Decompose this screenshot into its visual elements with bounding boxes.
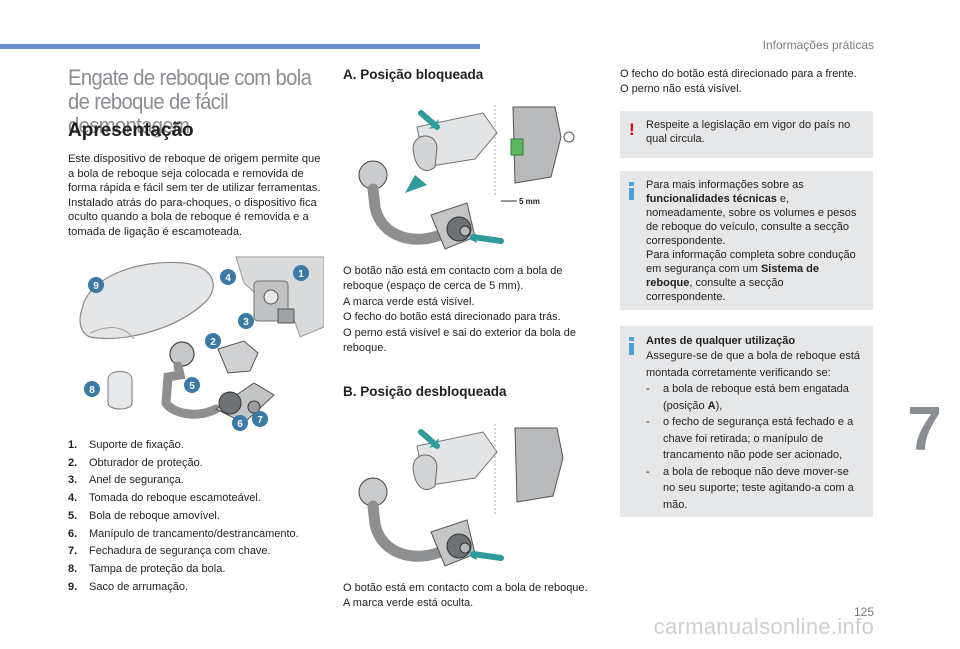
list-item: 5.Bola de reboque amovível. [68,509,220,522]
list-item: 2.Obturador de proteção. [68,456,203,469]
list-item: 1.Suporte de fixação. [68,439,184,451]
callout-8 [84,381,100,397]
list-item: 8.Tampa de proteção da bola. [68,562,226,575]
list-item: - a bola de reboque não deve mover-se no… [646,465,854,511]
unlocked-description-continued: O fecho do botão está direcionado para a… [620,68,857,96]
warning-box: ! Respeite a legislação em vigor do país… [620,111,873,158]
svg-text:1: 1 [298,269,304,280]
info-box-specs: Para mais informações sobre as funcional… [620,171,873,310]
green-mark [510,138,524,156]
section-header: Informações práticas [762,38,874,52]
components-diagram: 1 2 3 4 5 6 7 8 9 [68,253,324,433]
chapter-number: 7 [907,395,942,464]
callout-1 [293,265,309,281]
info-icon [629,182,634,200]
locked-heading: A. Posição bloqueada [343,67,484,82]
callout-2 [205,333,221,349]
svg-text:8: 8 [89,385,95,396]
warning-exclamation-icon: ! [629,120,635,139]
presentation-intro: Este dispositivo de reboque de origem pe… [68,153,321,238]
svg-text:6: 6 [237,419,243,430]
info-box-title: Antes de qualquer utilização [646,335,796,347]
unlocked-description: O botão está em contacto com a bola de r… [343,582,588,610]
list-item: 6.Manípulo de trancamento/destrancamento… [68,527,299,540]
list-item: 4.Tomada do reboque escamoteável. [68,492,261,505]
info-icon [629,337,634,355]
presentation-heading: Apresentação [68,120,194,141]
svg-text:9: 9 [93,281,99,292]
callout-6 [232,415,248,431]
svg-text:4: 4 [225,273,231,284]
top-accent-bar [0,44,480,49]
list-item: - a bola de reboque está bem engatada (p… [646,383,849,412]
unlocked-position-diagram [355,418,575,576]
watermark: carmanualsonline.info [653,614,874,639]
locked-position-diagram: 5 mm [355,97,575,257]
chapter-tab: 7 [889,388,960,472]
page-title: Engate de reboque com bola de reboque de… [68,65,312,138]
svg-text:3: 3 [243,317,249,328]
svg-text:5 mm: 5 mm [519,197,540,206]
list-item: 9.Saco de arrumação. [68,580,189,593]
list-item: 3.Anel de segurança. [68,474,184,487]
callout-7 [252,411,268,427]
callout-5 [184,377,200,393]
info-box-before-use: Antes de qualquer utilização Assegure-se… [620,326,873,517]
unlocked-heading: B. Posição desbloqueada [343,384,507,399]
callout-9 [88,277,104,293]
list-item: - o fecho de segurança está fechado e a … [646,416,854,461]
callout-4 [220,269,236,285]
page-number: 125 [853,605,874,619]
component-legend: 1.Suporte de fixação. 2.Obturador de pro… [68,437,338,596]
svg-text:2: 2 [210,337,216,348]
svg-text:5: 5 [189,381,195,392]
callout-3 [238,313,254,329]
locked-description: O botão não está em contacto com a bola … [343,265,576,355]
list-item: 7.Fechadura de segurança com chave. [68,545,271,558]
svg-text:7: 7 [257,415,263,426]
